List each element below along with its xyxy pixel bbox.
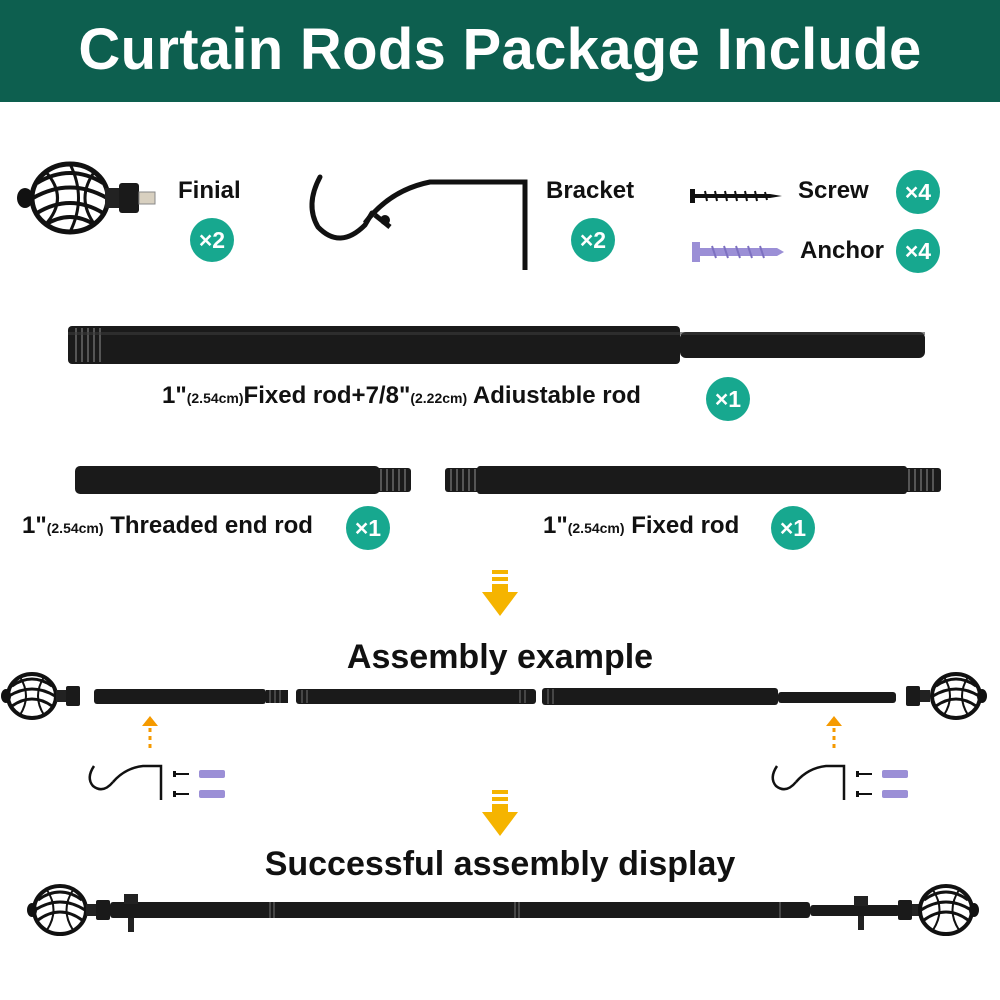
down-arrow-icon (482, 790, 518, 836)
header-banner (0, 0, 1000, 102)
fixed-rod-qty-badge: ×1 (771, 506, 815, 550)
page-title: Curtain Rods Package Include (78, 17, 922, 82)
adjustable-rod-icon (68, 326, 925, 364)
adjustable-rod-label: 1"(2.54cm)Fixed rod+7/8"(2.22cm) Adiusta… (162, 382, 641, 409)
up-arrow-icon (826, 716, 842, 748)
finial-qty-badge: ×2 (190, 218, 234, 262)
bracket-qty-badge: ×2 (571, 218, 615, 262)
finial-label: Finial (178, 177, 241, 204)
anchor-icon (692, 242, 784, 262)
assembled-rod-illustration (27, 884, 979, 936)
threaded-end-rod-qty-badge: ×1 (346, 506, 390, 550)
screw-label: Screw (798, 177, 869, 204)
up-arrow-icon (142, 716, 158, 748)
bracket-label: Bracket (546, 177, 635, 204)
down-arrow-icon (482, 570, 518, 616)
threaded-end-rod-icon (75, 466, 411, 494)
bracket-small-icon (88, 764, 225, 800)
assembly-example-illustration (1, 672, 987, 720)
assembly-example-heading: Assembly example (346, 638, 654, 676)
screw-icon (690, 189, 782, 203)
bracket-icon (309, 174, 528, 270)
successful-assembly-heading: Successful assembly display (264, 845, 736, 883)
threaded-end-rod-label: 1"(2.54cm) Threaded end rod (22, 512, 313, 539)
fixed-rod-label: 1"(2.54cm) Fixed rod (543, 512, 740, 539)
finial-icon (17, 161, 156, 235)
fixed-rod-icon (445, 466, 941, 494)
screw-qty-badge: ×4 (896, 170, 940, 214)
anchor-qty-badge: ×4 (896, 229, 940, 273)
adjustable-rod-qty-badge: ×1 (706, 377, 750, 421)
bracket-small-icon (771, 764, 908, 800)
anchor-label: Anchor (800, 237, 884, 264)
